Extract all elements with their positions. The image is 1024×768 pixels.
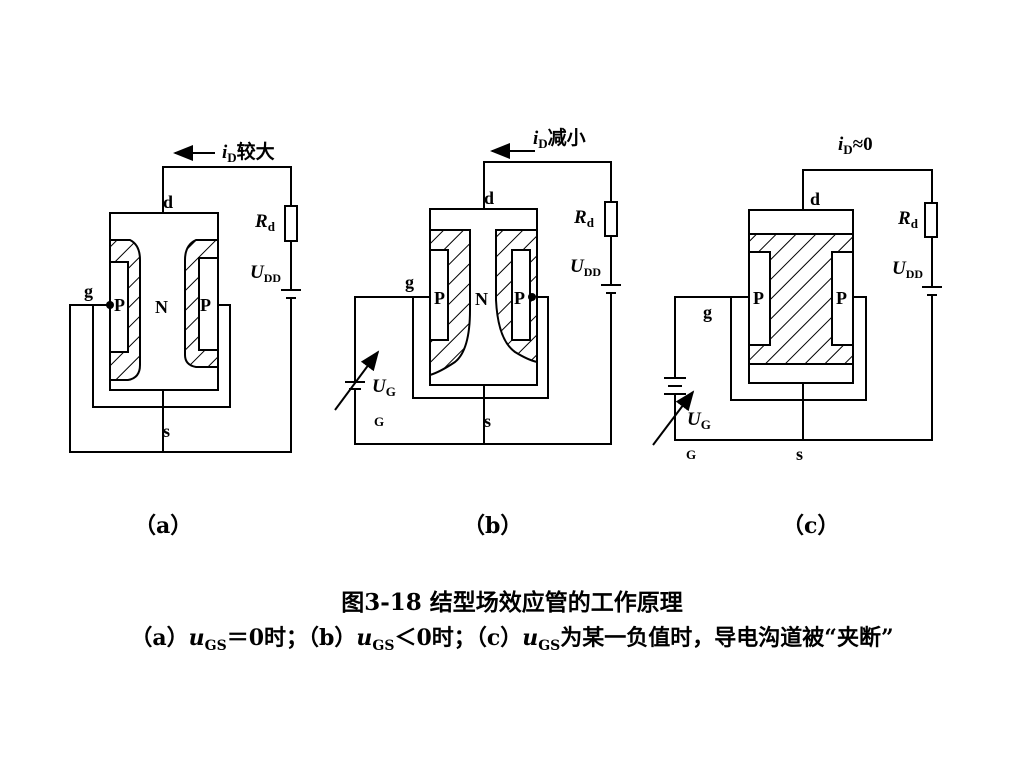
id-symbol-c: i bbox=[838, 134, 844, 155]
svg-text:iD减小: iD减小 bbox=[533, 126, 586, 151]
svg-text:iD较大: iD较大 bbox=[222, 140, 275, 165]
svg-text:UG: UG bbox=[687, 409, 711, 432]
channel-label-a: N bbox=[155, 297, 168, 317]
ug-sub-b: G bbox=[386, 384, 396, 399]
udd-label-b: U bbox=[570, 256, 585, 277]
gate-node-b bbox=[528, 293, 536, 301]
source-label-c: s bbox=[796, 444, 803, 464]
source-label-b: s bbox=[484, 411, 491, 431]
panel-caption-c: （c） bbox=[782, 513, 839, 539]
id-symbol-a: i bbox=[222, 142, 228, 163]
p-left-label-c: P bbox=[753, 288, 764, 308]
id-symbol-b: i bbox=[533, 128, 539, 149]
rd-label-c: R bbox=[897, 208, 911, 229]
panel-c: iD≈0 d g s P P Rd UDD UG G bbox=[652, 134, 942, 464]
panel-b: iD减小 d g s N P P Rd UDD UG G bbox=[334, 126, 621, 445]
id-desc-a: 较大 bbox=[237, 140, 275, 163]
panel-a: iD较大 d g s N P P Rd UDD bbox=[69, 140, 301, 453]
id-desc-b: 减小 bbox=[548, 126, 586, 149]
svg-text:UDD: UDD bbox=[570, 256, 601, 279]
p-left-label-a: P bbox=[114, 295, 125, 315]
id-sub-c: D bbox=[843, 142, 852, 157]
udd-sub-b: DD bbox=[584, 265, 602, 279]
rd-resistor-c bbox=[924, 202, 938, 238]
svg-text:iD≈0: iD≈0 bbox=[838, 134, 873, 157]
p-region-right-c bbox=[831, 251, 854, 346]
panel-caption-b: （b） bbox=[463, 513, 522, 539]
ug-adjust-arrow-b bbox=[334, 350, 380, 411]
source-label-a: s bbox=[163, 421, 170, 441]
drain-label-c: d bbox=[810, 189, 820, 209]
rd-label-a: R bbox=[254, 211, 268, 232]
svg-text:Rd: Rd bbox=[254, 211, 276, 234]
p-left-label-b: P bbox=[434, 288, 445, 308]
p-right-label-b: P bbox=[514, 288, 525, 308]
panel-caption-a: （a） bbox=[134, 513, 192, 539]
rd-sub-b: d bbox=[587, 215, 595, 230]
figure-title: 图3-18 结型场效应管的工作原理 bbox=[341, 589, 683, 616]
id-sub-b: D bbox=[538, 136, 547, 151]
drain-label-b: d bbox=[484, 188, 494, 208]
p-right-label-c: P bbox=[836, 288, 847, 308]
gate-label-a: g bbox=[84, 281, 93, 301]
rd-resistor-b bbox=[604, 201, 618, 237]
channel-label-b: N bbox=[475, 289, 488, 309]
ug-battery-c bbox=[664, 377, 686, 395]
p-region-right-a bbox=[198, 257, 219, 351]
udd-label-a: U bbox=[250, 262, 265, 283]
figure-caption: （a）uGS＝0时；（b）uGS＜0时；（c）uGS为某一负值时，导电沟道被“夹… bbox=[130, 625, 893, 654]
ground-label-c: G bbox=[686, 447, 696, 462]
svg-text:UG: UG bbox=[372, 376, 396, 399]
ground-label-b: G bbox=[374, 414, 384, 429]
rd-sub-a: d bbox=[268, 219, 276, 234]
p-region-left-c bbox=[748, 251, 771, 346]
rd-label-b: R bbox=[573, 207, 587, 228]
svg-text:UDD: UDD bbox=[892, 258, 923, 281]
ug-sub-c: G bbox=[701, 417, 711, 432]
ug-label-b: U bbox=[372, 376, 387, 397]
gate-label-c: g bbox=[703, 302, 712, 322]
ug-adjust-arrow-c bbox=[652, 390, 695, 446]
rd-sub-c: d bbox=[911, 216, 919, 231]
gate-label-b: g bbox=[405, 272, 414, 292]
id-desc-c: ≈0 bbox=[853, 134, 873, 155]
id-sub-a: D bbox=[227, 150, 236, 165]
udd-battery-a bbox=[281, 289, 301, 299]
udd-sub-c: DD bbox=[906, 267, 924, 281]
udd-sub-a: DD bbox=[264, 271, 282, 285]
rd-resistor-a bbox=[284, 205, 298, 242]
udd-battery-b bbox=[601, 284, 621, 294]
svg-text:UDD: UDD bbox=[250, 262, 281, 285]
p-right-label-a: P bbox=[200, 295, 211, 315]
svg-text:Rd: Rd bbox=[573, 207, 595, 230]
gate-node-a bbox=[106, 301, 114, 309]
p-region-left-b bbox=[429, 249, 449, 341]
svg-text:Rd: Rd bbox=[897, 208, 919, 231]
udd-battery-c bbox=[922, 286, 942, 296]
drain-label-a: d bbox=[163, 192, 173, 212]
ug-label-c: U bbox=[687, 409, 702, 430]
udd-label-c: U bbox=[892, 258, 907, 279]
